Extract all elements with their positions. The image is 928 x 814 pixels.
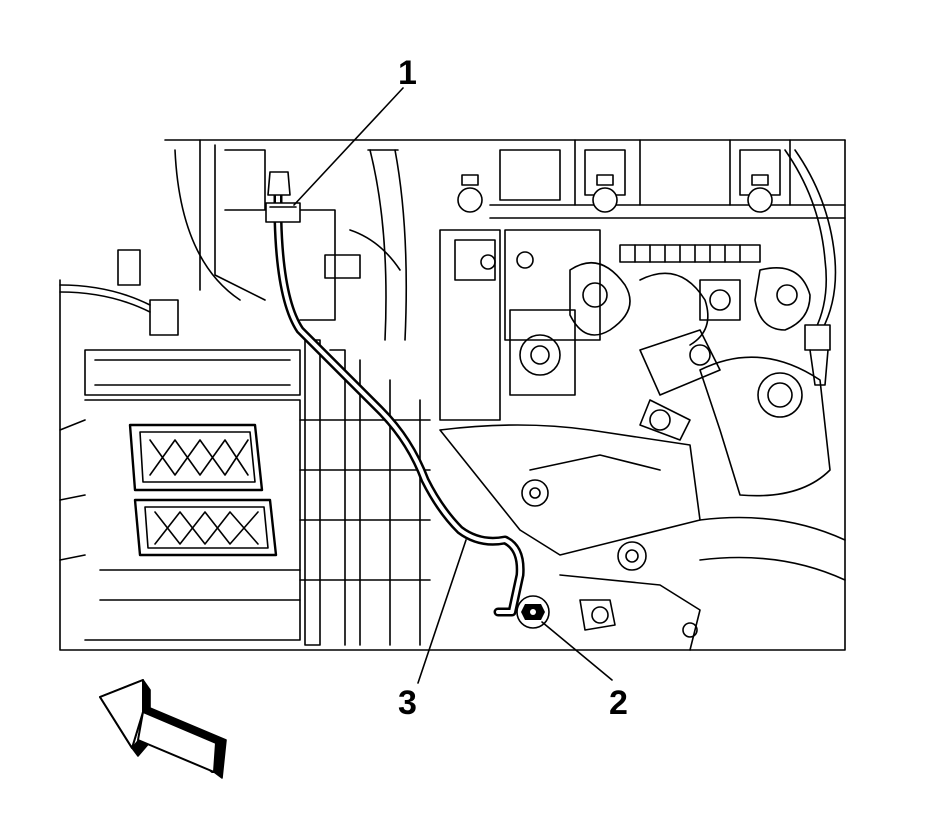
intake-grille-lower [133, 498, 278, 557]
transmission-fluid-pipe [267, 171, 525, 617]
engine-assembly-illustration [59, 139, 846, 651]
callout-2-label: 2 [609, 684, 628, 722]
callout-3-label: 3 [398, 684, 417, 722]
callout-1-label: 1 [398, 54, 417, 92]
front-direction-arrow-icon [99, 679, 227, 779]
callout-leaders [293, 87, 613, 684]
intake-grille-upper [128, 423, 264, 492]
pipe-retaining-bolt [516, 595, 550, 629]
pipe-clamp [265, 202, 301, 223]
head-bolt-row [457, 174, 773, 213]
